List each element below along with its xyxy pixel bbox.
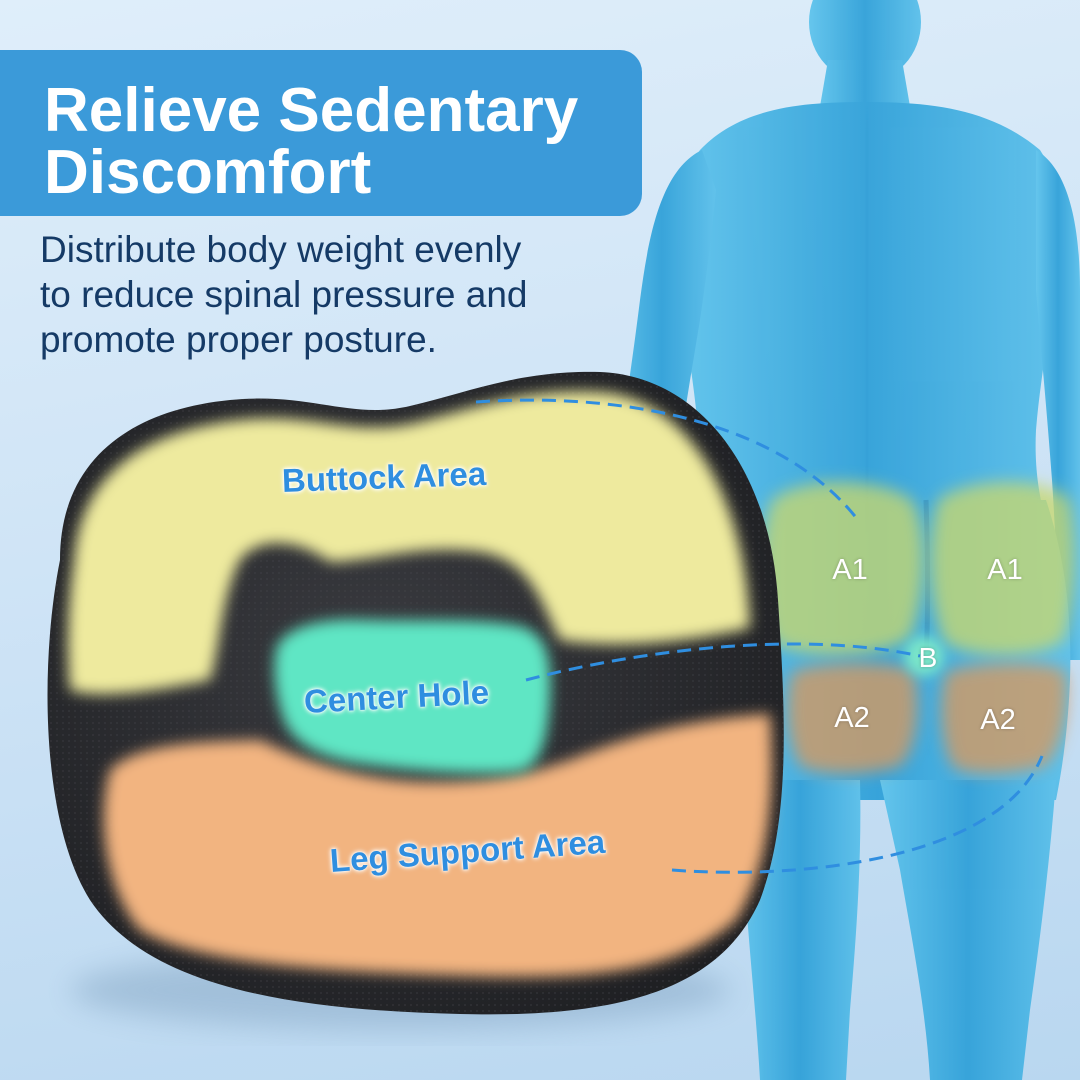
headline-line-2: Discomfort xyxy=(44,138,372,207)
zone-a1-left-label: A1 xyxy=(832,554,868,586)
leg-support-area-zone xyxy=(103,714,772,977)
leader-line-buttock xyxy=(475,398,860,521)
subtitle-line-2: to reduce spinal pressure and xyxy=(40,274,528,315)
buttock-area-label: Buttock Area xyxy=(281,454,487,499)
zone-b-label: B xyxy=(918,642,938,673)
headline-banner: Relieve Sedentary Discomfort xyxy=(0,50,642,216)
zone-a2-right-label: A2 xyxy=(980,704,1016,736)
zone-a2-left-label: A2 xyxy=(834,702,870,734)
headline-line-1: Relieve Sedentary xyxy=(44,76,579,145)
leader-line-center xyxy=(525,642,921,682)
leader-line-leg xyxy=(671,755,1044,874)
buttock-area-zone xyxy=(67,391,751,695)
zone-a1-right-label: A1 xyxy=(987,554,1023,586)
center-hole-zone xyxy=(274,619,551,774)
subtitle-line-1: Distribute body weight evenly xyxy=(40,229,522,270)
subtitle-line-3: promote proper posture. xyxy=(40,319,437,360)
